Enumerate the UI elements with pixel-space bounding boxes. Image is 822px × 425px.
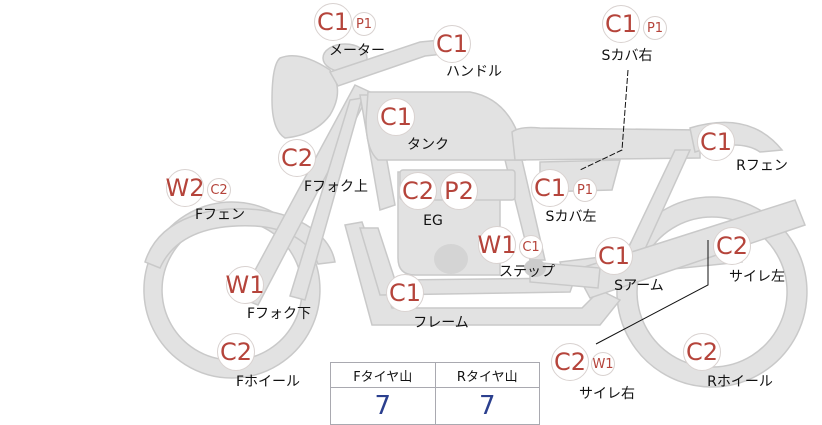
engine-code-secondary: P2: [440, 172, 478, 210]
headlight: [271, 55, 339, 139]
r-wheel-label: Rホイール: [707, 374, 773, 390]
frame-code: C1: [386, 274, 424, 312]
r-fender-code: C1: [697, 123, 735, 161]
f-fork-lower-label: Fフォク下: [246, 306, 312, 322]
handle-code: C1: [433, 25, 471, 63]
engine-cover: [434, 244, 468, 274]
meter-code-secondary: P1: [352, 12, 376, 36]
tank-code: C1: [377, 98, 415, 136]
handle-label: ハンドル: [446, 64, 502, 80]
muffler: [573, 199, 806, 299]
f-wheel-label: Fホイール: [235, 374, 301, 390]
f-fender-code-primary: W2: [166, 169, 205, 207]
front-tire-header: Fタイヤ山: [330, 362, 436, 388]
s-cover-left-code-primary: C1: [531, 169, 569, 207]
r-fender-label: Rフェン: [736, 158, 788, 174]
tank-label: タンク: [407, 137, 449, 153]
front-fork-2: [289, 97, 364, 301]
f-wheel-code: C2: [217, 333, 255, 371]
muffler-left-label: サイレ左: [729, 269, 785, 285]
rear-tire-header: Rタイヤ山: [434, 362, 540, 388]
frame-label: フレーム: [413, 315, 469, 331]
f-fork-upper-code: C2: [278, 139, 316, 177]
s-cover-right-label: Sカバ右: [601, 48, 653, 64]
muffler-right-label: サイレ右: [579, 386, 635, 402]
f-fender-code-secondary: C2: [207, 178, 231, 202]
f-fork-lower-code: W1: [226, 266, 265, 304]
engine-label: EG: [423, 213, 443, 229]
s-cover-left-label: Sカバ左: [545, 209, 597, 225]
muffler-right-code-secondary: W1: [591, 352, 615, 376]
leader-s-cover-right: [579, 69, 629, 171]
muffler-right-code-primary: C2: [551, 343, 589, 381]
engine-code-primary: C2: [399, 172, 437, 210]
step-peg: [524, 259, 546, 277]
meter-code-primary: C1: [314, 3, 352, 41]
leader-muffler: [595, 240, 709, 345]
f-fork-upper-label: Fフォク上: [303, 179, 369, 195]
front-tire-value: 7: [330, 387, 436, 425]
f-fender-label: Fフェン: [194, 207, 246, 223]
r-wheel-code: C2: [683, 333, 721, 371]
meter-label: メーター: [329, 43, 385, 59]
tire-tread-table: Fタイヤ山 Rタイヤ山 7 7: [330, 362, 540, 425]
rear-tire-value: 7: [434, 387, 540, 425]
muffler-left-code: C2: [713, 227, 751, 265]
swing-arm-code: C1: [595, 237, 633, 275]
swing-arm-label: Sアーム: [614, 278, 664, 294]
step-code-primary: W1: [478, 226, 517, 264]
s-cover-right-code-secondary: P1: [643, 16, 667, 40]
step-code-secondary: C1: [519, 235, 543, 259]
s-cover-right-code-primary: C1: [602, 5, 640, 43]
s-cover-left-code-secondary: P1: [573, 178, 597, 202]
step-label: ステップ: [499, 264, 555, 280]
